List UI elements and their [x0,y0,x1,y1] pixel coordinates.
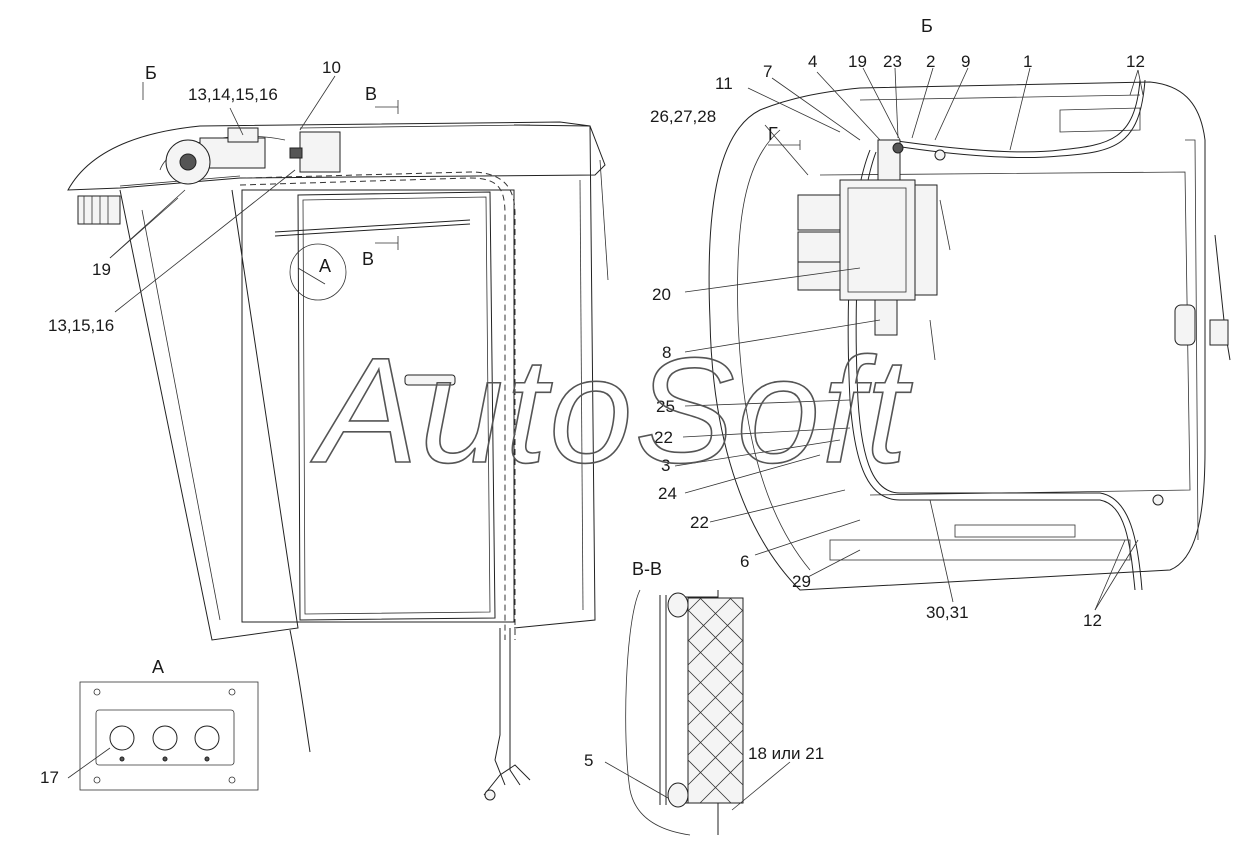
callout-1: 1 [1023,52,1032,71]
callout-10: 10 [322,58,341,77]
callout-6: 6 [740,552,749,571]
callout-26-27-28: 26,27,28 [650,107,716,126]
view-label-b-top: Б [921,16,933,36]
callout-22-b: 22 [690,513,709,532]
callout-12-top: 12 [1126,52,1145,71]
callout-12-bottom: 12 [1083,611,1102,630]
callout-3: 3 [661,456,670,475]
control-panel-view-a [79,681,259,791]
callout-9: 9 [961,52,970,71]
callout-19-left: 19 [92,260,111,279]
callout-5: 5 [584,751,593,770]
view-label-a-door: А [319,256,331,276]
section-v-v [625,589,744,836]
callout-20: 20 [652,285,671,304]
labels: Б 10 13,14,15,16 В 19 В А 13,15,16 А 17 … [40,16,1145,787]
callout-17: 17 [40,768,59,787]
view-label-b-left: Б [145,63,157,83]
callout-29: 29 [792,572,811,591]
callout-19-right: 19 [848,52,867,71]
callout-4: 4 [808,52,817,71]
cab-side-view [67,121,609,801]
leader-lines [67,67,1144,811]
callout-22-a: 22 [654,428,673,447]
view-label-a-panel: А [152,657,164,677]
callout-2: 2 [926,52,935,71]
callout-25: 25 [656,397,675,416]
view-label-v-top: В [365,84,377,104]
watermark: AutoSoft [310,326,913,494]
callout-8: 8 [662,343,671,362]
callout-7: 7 [763,62,772,81]
top-view-b [708,79,1231,591]
view-label-g: Г [768,124,778,144]
callout-23: 23 [883,52,902,71]
section-label-v-v: В-В [632,559,662,579]
callout-11: 11 [715,74,733,93]
callout-13-14-15-16: 13,14,15,16 [188,85,278,104]
callout-30-31: 30,31 [926,603,969,622]
callout-18-or-21: 18 или 21 [748,744,824,763]
callout-13-15-16: 13,15,16 [48,316,114,335]
callout-24: 24 [658,484,677,503]
view-label-v-mid: В [362,249,374,269]
